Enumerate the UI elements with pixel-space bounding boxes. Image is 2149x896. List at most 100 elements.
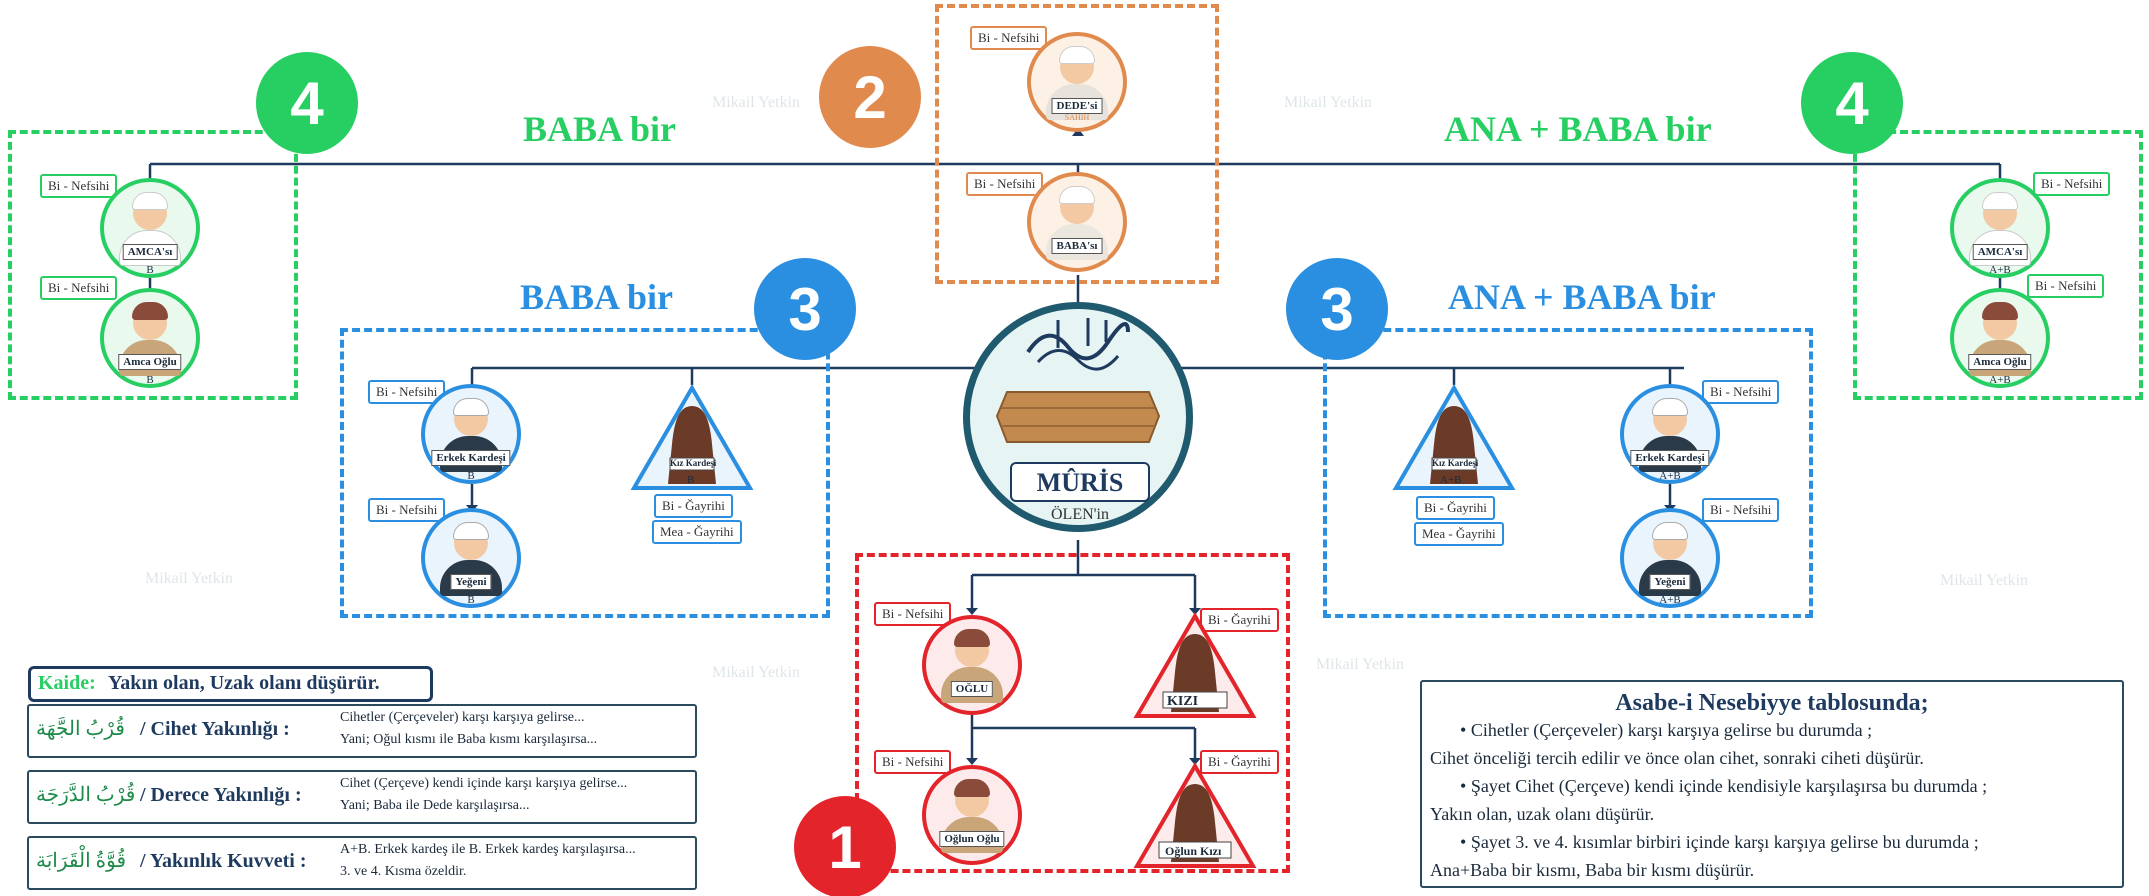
- tag-bi-gayrihi-kiz-right: Bi - Ğayrihi: [1416, 496, 1495, 520]
- calligraphy-icon: [1026, 318, 1130, 371]
- tag-bi-gayrihi-kiz-left: Bi - Ğayrihi: [654, 494, 733, 518]
- kaide-text: Yakın olan, Uzak olanı düşürür.: [108, 672, 380, 694]
- watermark: Mikail Yetkin: [1284, 94, 1373, 111]
- rule-derece-title: / Derece Yakınlığı :: [140, 784, 302, 806]
- turban-icon: [1059, 186, 1095, 204]
- section-number-4-left: 4: [256, 52, 358, 154]
- frame-ogul: [855, 553, 1290, 873]
- asabe-bullet-2-cont: Yakın olan, uzak olanı düşürür.: [1430, 804, 1655, 824]
- asabe-bullet-3-text: Şayet 3. ve 4. kısımlar birbiri içinde k…: [1470, 832, 1979, 852]
- node-amca-ab: AMCA'sı A+B: [1950, 178, 2050, 278]
- node-oglun-oglu: Oğlun Oğlu: [922, 765, 1022, 865]
- watermark: Mikail Yetkin: [1316, 656, 1405, 673]
- tag-bi-nefsihi-amca-oglu-right: Bi - Nefsihi: [2027, 274, 2105, 298]
- rule-box-cihet: [27, 704, 697, 758]
- cap-icon: [132, 302, 168, 320]
- node-kiz-kardes-ab: [1392, 384, 1516, 490]
- cap-icon: [1982, 302, 2018, 320]
- cap-icon: [453, 398, 489, 416]
- node-kiz-kardes-b: [630, 384, 754, 490]
- rule-derece-line1: Cihet (Çerçeve) kendi içinde karşı karşı…: [340, 776, 628, 791]
- tag-bi-nefsihi-yegen-left: Bi - Nefsihi: [368, 498, 446, 522]
- section-number-3-right: 3: [1286, 258, 1388, 360]
- node-sub: A+B: [1659, 594, 1681, 606]
- node-name: Amca Oğlu: [118, 354, 182, 370]
- cap-icon: [954, 629, 990, 647]
- node-name: Erkek Kardeşi: [1630, 450, 1710, 466]
- node-name: DEDE'si: [1051, 98, 1103, 114]
- asabe-note-box: [1420, 680, 2124, 888]
- node-name: Amca Oğlu: [1968, 354, 2032, 370]
- node-yegen-ab: Yeğeni A+B: [1620, 508, 1720, 608]
- node-yegen-b: Yeğeni B: [421, 508, 521, 608]
- frame-kardes-baba-bir: [340, 328, 830, 618]
- frame-dede-baba: [935, 4, 1219, 284]
- node-name: Yeğeni: [450, 574, 492, 590]
- node-kizi: [1133, 612, 1257, 718]
- node-kiz-kardes-sub: B: [687, 474, 695, 486]
- asabe-bullet-1-cont: Cihet önceliği tercih edilir ve önce ola…: [1430, 748, 1924, 768]
- tag-bi-gayrihi-oglun-kizi: Bi - Ğayrihi: [1200, 750, 1279, 774]
- node-sub: B: [146, 264, 154, 276]
- muris-label-box: [1010, 462, 1150, 502]
- tag-bi-nefsihi-amca-oglu-left: Bi - Nefsihi: [40, 276, 118, 300]
- watermark: Mikail Yetkin: [712, 94, 801, 111]
- rule-cihet-line1: Cihetler (Çerçeveler) karşı karşıya geli…: [340, 710, 585, 725]
- node-name: Erkek Kardeşi: [431, 450, 511, 466]
- frame-amca-ana-baba-bir: [1853, 130, 2143, 400]
- turban-icon: [1982, 192, 2018, 210]
- heading-baba-bir-mid: BABA bir: [520, 277, 674, 317]
- node-oglu: OĞLU: [922, 615, 1022, 715]
- section-number-2: 2: [819, 46, 921, 148]
- node-sub: B: [467, 594, 475, 606]
- heading-ana-baba-bir-mid: ANA + BABA bir: [1448, 277, 1716, 317]
- section-number-3-left: 3: [754, 258, 856, 360]
- rule-derece-arabic: قُرْبُ الدَّرَجَة: [36, 784, 136, 806]
- watermark: Mikail Yetkin: [145, 570, 234, 587]
- node-sub: A+B: [1989, 264, 2011, 276]
- asabe-bullet-1: • Cihetler (Çerçeveler) karşı karşıya ge…: [1460, 720, 1873, 740]
- asabe-note-title: Asabe-i Nesebiyye tablosunda;: [1615, 690, 1929, 716]
- frame-amca-baba-bir: [8, 130, 298, 400]
- node-sub: B: [146, 374, 154, 386]
- tag-bi-nefsihi-kardes-right: Bi - Nefsihi: [1702, 380, 1780, 404]
- coffin-icon: [995, 391, 1161, 443]
- rule-cihet-title: / Cihet Yakınlığı :: [140, 718, 290, 740]
- tag-bi-nefsihi-yegen-right: Bi - Nefsihi: [1702, 498, 1780, 522]
- tag-bi-gayrihi-kizi: Bi - Ğayrihi: [1200, 608, 1279, 632]
- section-number-4-right: 4: [1801, 52, 1903, 154]
- node-sub: SAHİH: [1064, 113, 1090, 122]
- watermark: Mikail Yetkin: [1940, 572, 2029, 589]
- kaide-box: [28, 666, 433, 702]
- node-sub: A+B: [1989, 374, 2011, 386]
- node-oglun-kizi-name: Oğlun Kızı: [1165, 844, 1222, 858]
- node-name: AMCA'sı: [1972, 244, 2028, 260]
- tag-bi-nefsihi-oglun-oglu: Bi - Nefsihi: [874, 750, 952, 774]
- node-kiz-kardes-name: Kız Kardeşi: [670, 458, 717, 468]
- watermark: Mikail Yetkin: [712, 664, 801, 681]
- cap-icon: [954, 779, 990, 797]
- heading-baba-bir-top: BABA bir: [523, 109, 677, 149]
- node-baba: BABA'sı: [1027, 172, 1127, 272]
- section-number-1: 1: [794, 796, 896, 896]
- rule-cihet-line2: Yani; Oğul kısmı ile Baba kısmı karşılaş…: [340, 732, 598, 747]
- tag-mea-gayrihi-kiz-right: Mea - Ğayrihi: [1414, 522, 1504, 546]
- node-kizi-name: KIZI: [1167, 694, 1199, 709]
- rule-cihet-arabic: قُرْبُ الجَّهَة: [36, 718, 125, 740]
- node-name: Yeğeni: [1649, 574, 1691, 590]
- kaide-label: Kaide:: [38, 672, 96, 694]
- tag-bi-nefsihi-baba: Bi - Nefsihi: [966, 172, 1044, 196]
- rule-kuvvet-title: / Yakınlık Kuvveti :: [140, 850, 307, 872]
- cap-icon: [1652, 522, 1688, 540]
- node-kiz-kardes-name: Kız Kardeşi: [1432, 458, 1479, 468]
- asabe-bullet-3-cont: Ana+Baba bir kısmı, Baba bir kısmı düşür…: [1430, 860, 1755, 880]
- asabe-bullet-2-text: Şayet Cihet (Çerçeve) kendi içinde kendi…: [1470, 776, 1988, 796]
- node-sub: B: [467, 470, 475, 482]
- rule-box-kuvvet: [27, 836, 697, 890]
- muris-sub: ÖLEN'in: [1051, 506, 1109, 523]
- cap-icon: [453, 522, 489, 540]
- node-name: OĞLU: [950, 681, 994, 697]
- asabe-bullet-3: • Şayet 3. ve 4. kısımlar birbiri içinde…: [1460, 832, 1979, 852]
- tag-bi-nefsihi-dede: Bi - Nefsihi: [970, 26, 1048, 50]
- node-erkek-kardes-ab: Erkek Kardeşi A+B: [1620, 384, 1720, 484]
